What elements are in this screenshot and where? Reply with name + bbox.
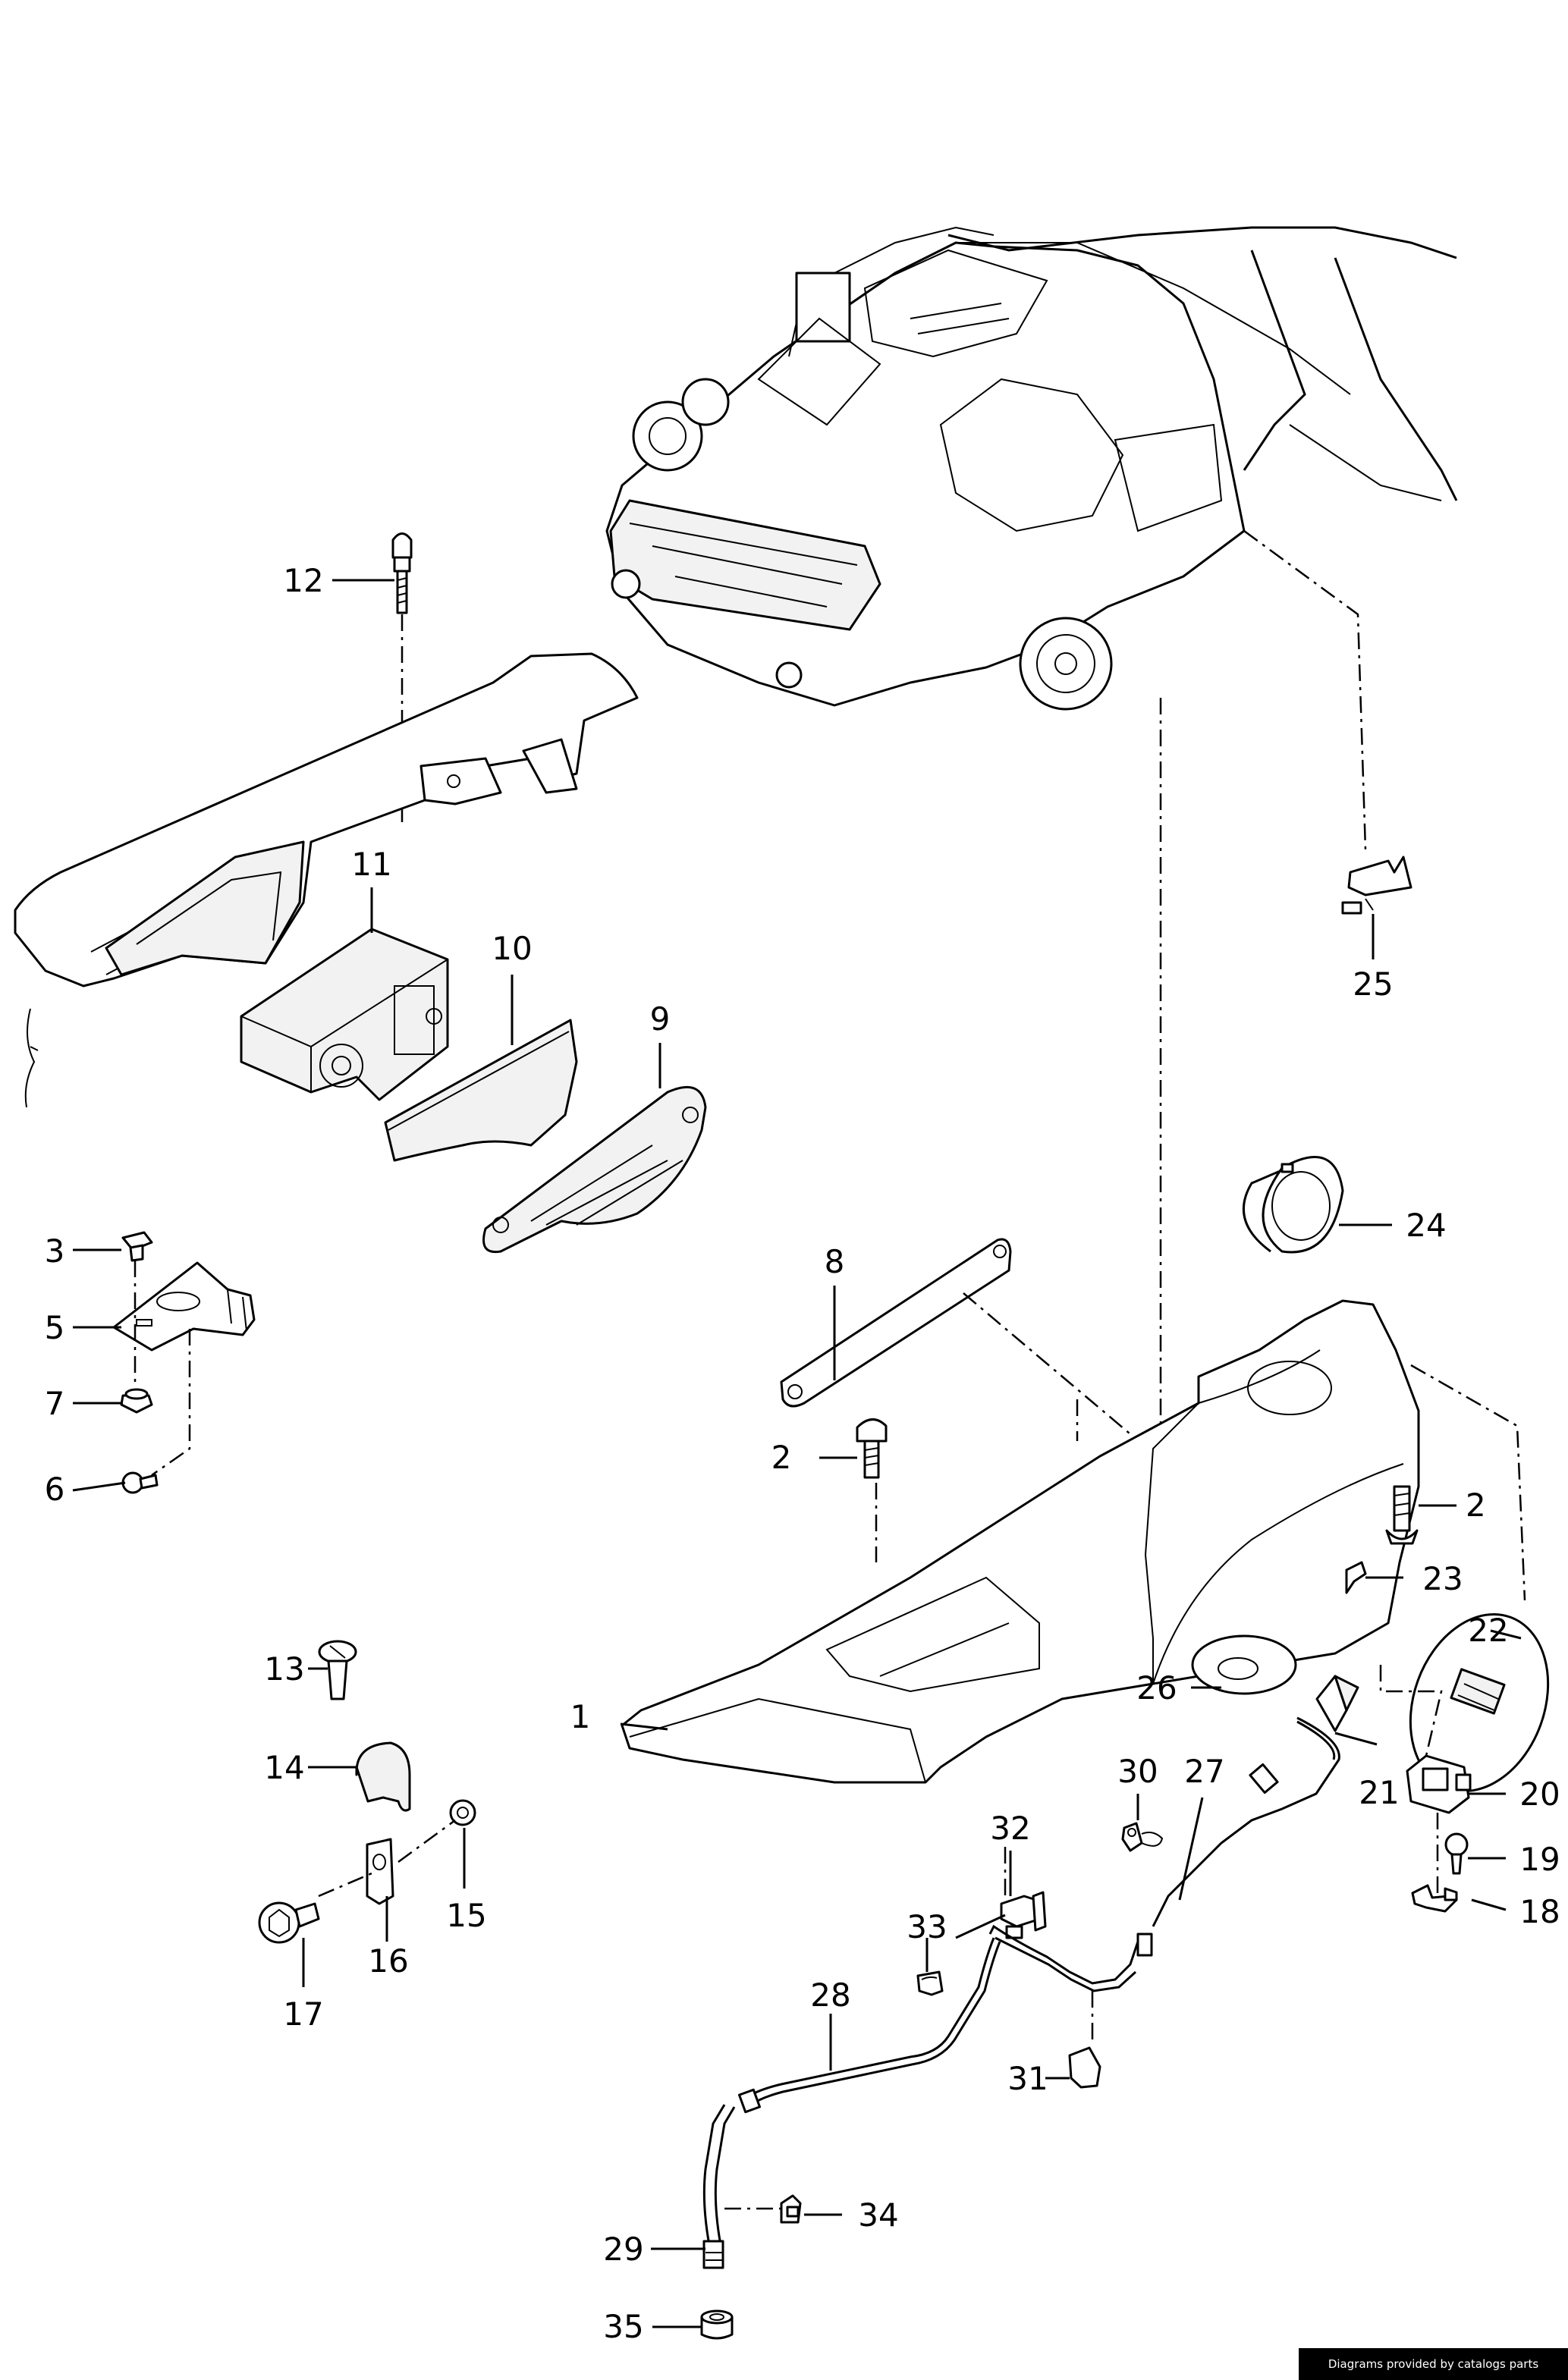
- callout-labels: 1 2 2 3 5 7 6 8 9 10 11 12 13 14 15 16 1…: [45, 562, 1560, 2345]
- callout-29: 29: [603, 2231, 643, 2268]
- part-30-clip: [1121, 1822, 1164, 1852]
- callout-18: 18: [1519, 1893, 1560, 1930]
- part-2-bolt-left: [856, 1418, 888, 1479]
- callout-13: 13: [264, 1650, 304, 1688]
- callout-8: 8: [825, 1243, 845, 1280]
- callout-33: 33: [907, 1908, 947, 1945]
- callout-23: 23: [1422, 1560, 1463, 1597]
- part-29-filler-pipe: [702, 2104, 736, 2269]
- callout-16: 16: [368, 1942, 408, 1980]
- part-12-bolt: [391, 532, 413, 614]
- part-8-strap: [780, 1238, 1012, 1408]
- callout-15: 15: [446, 1897, 486, 1934]
- part-7-nut: [120, 1388, 153, 1414]
- part-14-grommet: [355, 1741, 411, 1812]
- part-13-plug: [318, 1640, 357, 1700]
- part-3-clip-nut: [121, 1231, 153, 1262]
- part-33-clamp: [916, 1970, 944, 1996]
- callout-34: 34: [858, 2196, 898, 2234]
- part-32-valve: [955, 1891, 1047, 1939]
- callout-10: 10: [492, 930, 532, 967]
- part-1-underbody-shield: [621, 1299, 1420, 1784]
- part-5-bracket: [112, 1261, 256, 1352]
- part-24-filler-cap: [1242, 1156, 1344, 1254]
- callout-24: 24: [1406, 1207, 1446, 1244]
- callout-11: 11: [351, 846, 391, 883]
- part-34-clip: [780, 2194, 802, 2224]
- part-28-fuel-line: [737, 1937, 1001, 2114]
- callout-27: 27: [1184, 1753, 1224, 1790]
- part-22-fuel-flap: [1409, 1612, 1550, 1793]
- part-6-screw: [121, 1471, 159, 1494]
- part-11-duct-housing: [240, 928, 449, 1101]
- callout-3: 3: [45, 1232, 65, 1270]
- callout-35: 35: [603, 2308, 643, 2345]
- callout-26: 26: [1136, 1669, 1177, 1707]
- part-35-cap: [700, 2309, 734, 2340]
- callout-20: 20: [1519, 1776, 1560, 1813]
- callout-6: 6: [45, 1471, 65, 1508]
- part-18-bracket: [1411, 1884, 1458, 1913]
- part-31-hose-sleeve: [1068, 2046, 1101, 2089]
- callout-28: 28: [810, 1977, 850, 2014]
- callout-19: 19: [1519, 1841, 1560, 1878]
- part-10-seal-panel: [384, 1019, 578, 1162]
- callout-9: 9: [650, 1000, 671, 1038]
- front-body-panel: [14, 652, 639, 1108]
- callout-14: 14: [264, 1749, 304, 1786]
- part-20-actuator: [1406, 1754, 1472, 1814]
- part-19-screw: [1444, 1832, 1469, 1875]
- callout-5: 5: [45, 1309, 65, 1346]
- callout-17: 17: [283, 1995, 323, 2033]
- callout-1: 1: [570, 1698, 591, 1735]
- callout-22: 22: [1468, 1612, 1508, 1649]
- vehicle-chassis: [605, 226, 1458, 711]
- part-21-bump-stop: [1315, 1675, 1359, 1732]
- callout-2: 2: [1466, 1487, 1486, 1524]
- callout-2: 2: [771, 1439, 792, 1476]
- callout-32: 32: [990, 1810, 1030, 1847]
- part-2-bolt-right: [1385, 1485, 1419, 1545]
- part-25-sensor-clip: [1341, 856, 1412, 915]
- callout-25: 25: [1353, 966, 1393, 1003]
- part-26-seal-ring: [1191, 1634, 1297, 1695]
- callout-30: 30: [1117, 1753, 1158, 1790]
- callout-7: 7: [45, 1385, 65, 1422]
- callout-21: 21: [1359, 1774, 1399, 1811]
- part-16-clip: [366, 1838, 394, 1905]
- leader-lines: [72, 579, 1522, 2328]
- part-23-clip: [1345, 1561, 1367, 1594]
- callout-12: 12: [283, 562, 323, 599]
- part-17-bolt: [258, 1901, 320, 1944]
- callout-31: 31: [1007, 2060, 1048, 2097]
- part-27-vent-line: [1152, 1716, 1340, 1927]
- diagram-credit: Diagrams provided by catalogs parts: [1299, 2348, 1568, 2380]
- part-15-nut: [449, 1799, 476, 1826]
- part-9-cover-plate: [482, 1085, 707, 1254]
